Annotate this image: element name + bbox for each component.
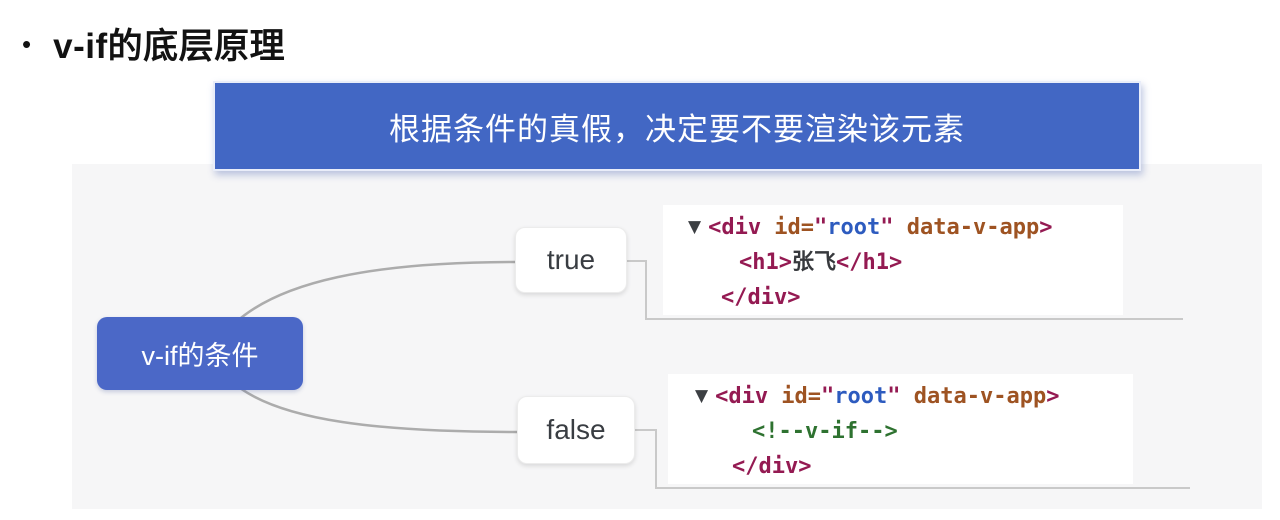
false-node-label: false bbox=[546, 414, 606, 445]
token-tag: </div> bbox=[721, 285, 801, 310]
token-tag: <h1> bbox=[739, 250, 792, 275]
token-comment: <!--v-if--> bbox=[752, 419, 898, 444]
token-tag: </h1> bbox=[836, 250, 903, 275]
token-tag: <div bbox=[708, 215, 762, 240]
code-line: ▼<div id="root" data-v-app> bbox=[663, 210, 1123, 245]
token-attr-name: data-v-app bbox=[893, 215, 1040, 240]
token-text: 张飞 bbox=[791, 250, 836, 275]
devtools-snippet-true: ▼<div id="root" data-v-app> <h1>张飞</h1> … bbox=[663, 205, 1123, 315]
root-node-label: v-if的条件 bbox=[141, 341, 259, 371]
mindmap-node-false: false bbox=[517, 396, 635, 464]
devtools-snippet-false: ▼<div id="root" data-v-app> <!--v-if--> … bbox=[668, 374, 1133, 484]
token-attr-value: root bbox=[834, 384, 888, 409]
token-attr-name: id= bbox=[768, 384, 822, 409]
token-attr-name: id= bbox=[761, 215, 815, 240]
mindmap-node-true: true bbox=[515, 227, 627, 293]
token-tag: > bbox=[1039, 215, 1053, 240]
bullet-icon: • bbox=[22, 28, 32, 59]
mindmap-root-node: v-if的条件 bbox=[97, 317, 303, 390]
token-tag: </div> bbox=[732, 454, 812, 479]
principle-banner-text: 根据条件的真假，决定要不要渲染该元素 bbox=[389, 111, 965, 147]
slide-title: v-if的底层原理 bbox=[53, 27, 286, 66]
expand-triangle-icon: ▼ bbox=[688, 217, 702, 237]
token-tag: <div bbox=[715, 384, 769, 409]
token-quote: " bbox=[814, 215, 828, 240]
code-line: <h1>张飞</h1> bbox=[663, 245, 1123, 280]
true-node-label: true bbox=[546, 244, 596, 275]
token-attr-value: root bbox=[827, 215, 881, 240]
token-quote: " bbox=[887, 384, 901, 409]
slide-title-row: • v-if的底层原理 bbox=[22, 18, 285, 69]
code-line: <!--v-if--> bbox=[668, 414, 1133, 449]
code-line: </div> bbox=[668, 449, 1133, 484]
expand-triangle-icon: ▼ bbox=[695, 386, 709, 406]
token-quote: " bbox=[880, 215, 894, 240]
principle-banner: 根据条件的真假，决定要不要渲染该元素 bbox=[213, 81, 1141, 171]
token-attr-name: data-v-app bbox=[900, 384, 1047, 409]
code-line: ▼<div id="root" data-v-app> bbox=[668, 379, 1133, 414]
token-quote: " bbox=[821, 384, 835, 409]
token-tag: > bbox=[1046, 384, 1060, 409]
code-line: </div> bbox=[663, 280, 1123, 315]
